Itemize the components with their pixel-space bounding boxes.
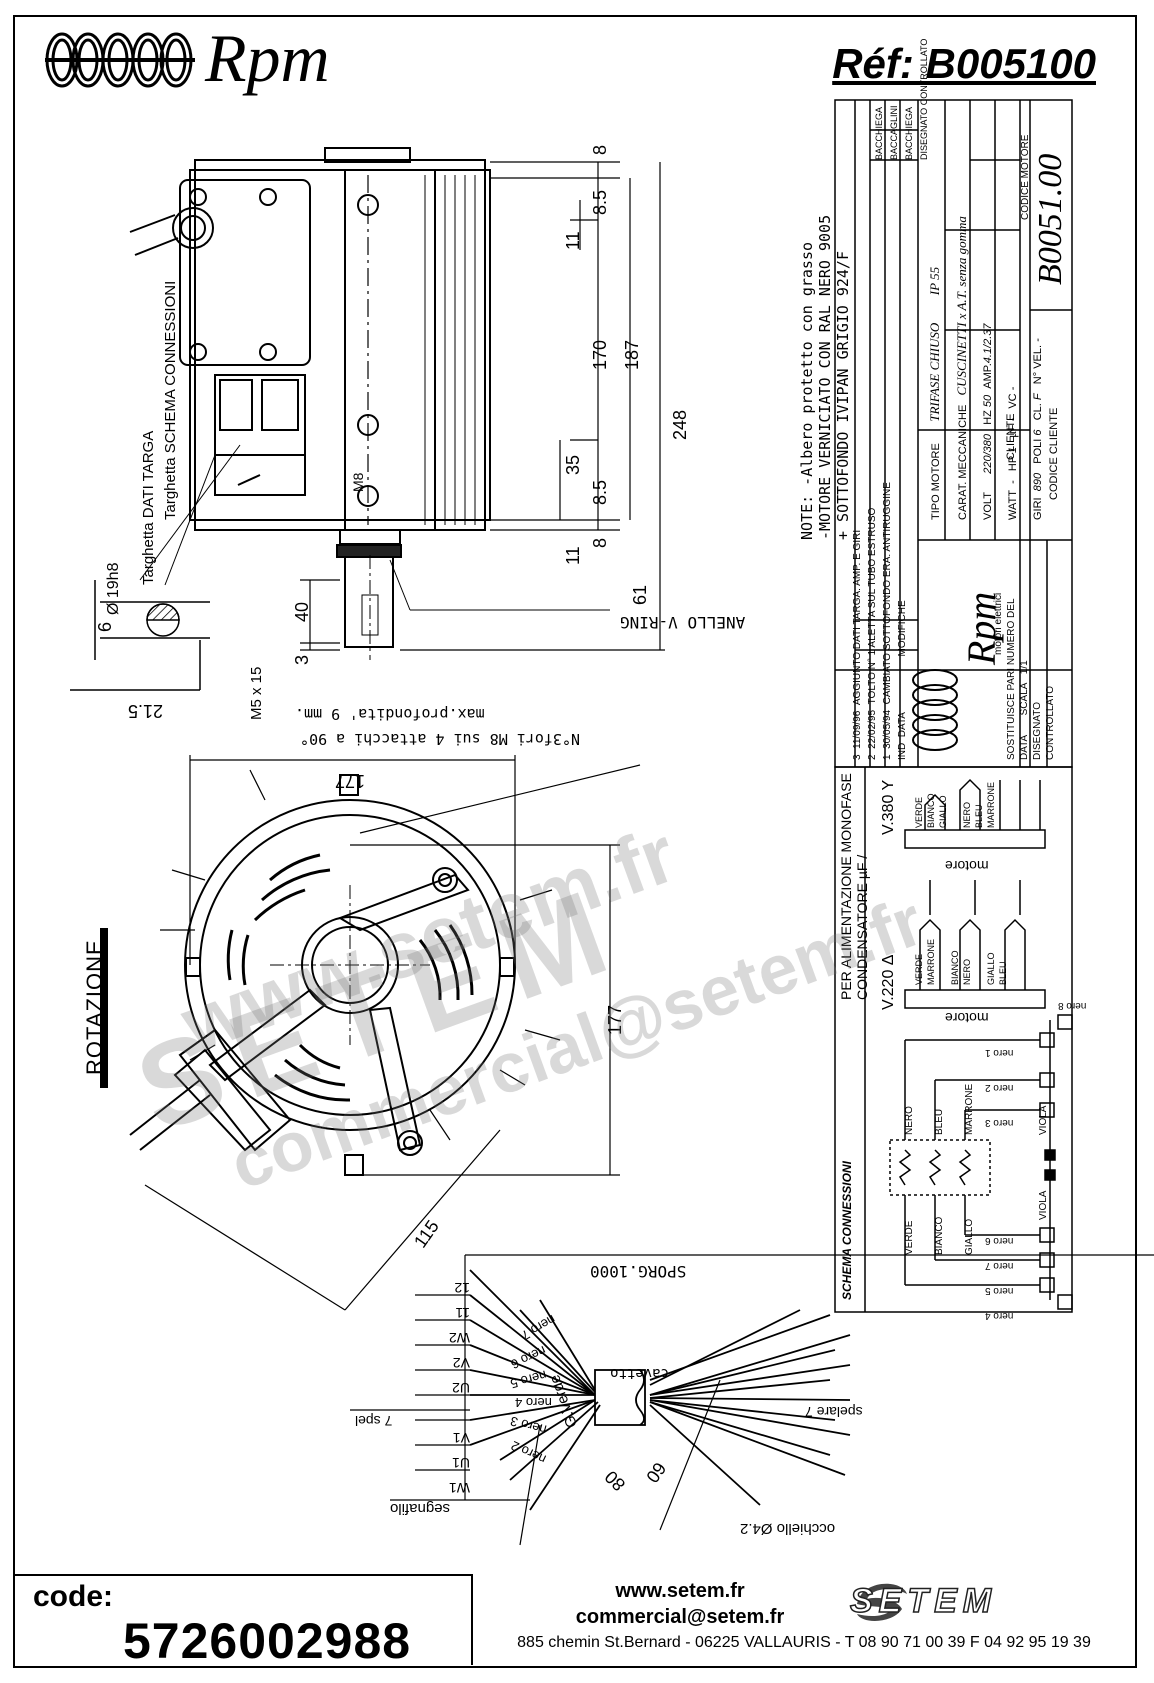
brand-logo-text: Rpm	[205, 20, 330, 96]
dim-11-bottom: 11	[563, 546, 583, 565]
dim-177-horizontal: 177	[335, 771, 366, 791]
label-spel: 7 spel	[355, 1413, 393, 1429]
dim-8-bottom: 8	[590, 537, 610, 548]
title-block-admin: SOSTITUISCE PARI NUMERO DEL DATA SCALA 1…	[1006, 598, 1056, 760]
dim-40: 40	[292, 601, 312, 622]
dim-6: 6	[95, 621, 115, 632]
setem-swirl-icon	[857, 1583, 907, 1621]
revision-table: 3 11/09/96 AGGIUNTO DATI TARGA: AMP. E G…	[852, 482, 908, 760]
note-line-1: NOTE: -Albero protetto con grasso	[798, 241, 816, 540]
note-line-2: -MOTORE VERNICIATO CON RAL NERO 9005	[816, 214, 834, 540]
label-cavetto: cavetto	[610, 1365, 670, 1381]
dim-8-5-bottom: 8.5	[590, 479, 610, 505]
codice-cliente-label: CODICE CLIENTE	[1048, 407, 1060, 500]
wiring-v220: V.220 Δ	[880, 954, 897, 1010]
label-spelare: spelare 7	[805, 1404, 863, 1420]
dim-61: 61	[630, 584, 650, 605]
label-anello: ANELLO V-RING	[620, 613, 746, 632]
dim-8-top: 8	[590, 144, 610, 155]
revision-authors: BACCHIEGA BACCAGLINI BACCHIEGA DISEGNATO…	[874, 38, 929, 160]
motor-front-view	[129, 755, 641, 1311]
label-m8: M8	[350, 472, 366, 492]
label-occhiello: occhiello Ø4.2	[740, 1520, 836, 1537]
motor-side-view	[129, 147, 665, 660]
label-fori: N°3fori M8 sui 4 attacchi a 90°	[300, 730, 580, 748]
email-link[interactable]: commercial@setem.fr	[575, 1606, 785, 1628]
motore-label-b: motore	[945, 1010, 989, 1026]
cliente-label: CLIENTE	[1005, 413, 1017, 460]
wiring-v380: V.380 Y	[880, 779, 897, 835]
schema-title: SCHEMA CONNESSIONI	[840, 1161, 854, 1300]
rpm-coil-logo	[45, 32, 195, 88]
wire-label-12: 12	[454, 1280, 470, 1296]
label-sporg: SPORG.1000	[590, 1262, 687, 1281]
label-segnafilo: segnafilo	[390, 1500, 451, 1517]
wire-label-11: 11	[455, 1305, 470, 1321]
motore-label-a: motore	[945, 858, 989, 874]
code-box: code: 5726002988	[15, 1574, 473, 1669]
viola-label-top: VIOLA	[1038, 1105, 1049, 1135]
label-diam19: Ø 19h8	[105, 562, 122, 615]
label-m5: M5 x 15	[248, 666, 265, 720]
dim-8-5-top: 8.5	[590, 189, 610, 215]
wire-label-u1: U1	[452, 1455, 470, 1471]
wire-label-v1: V1	[452, 1430, 470, 1446]
viola-label-bottom: VIOLA	[1038, 1190, 1049, 1220]
label-profondita: max.profondita' 9 mm.	[295, 705, 485, 723]
codice-motore-label: CODICE MOTORE	[1020, 134, 1031, 220]
label-targhetta-schema: Targhetta SCHEMA CONNESSIONI	[162, 280, 179, 520]
address-line: 885 chemin St.Bernard - 06225 VALLAURIS …	[517, 1634, 1091, 1651]
code-label: code:	[33, 1580, 114, 1613]
title-block-company-sub: motori elettrici	[993, 592, 1004, 655]
reference-number: Réf: B005100	[832, 40, 1096, 87]
wiring-title: PER ALIMENTAZIONE MONOFASE CONDENSATORE …	[838, 773, 870, 1000]
black-wire-4: nero 4	[515, 1395, 552, 1410]
cable-wires	[350, 1254, 1154, 1546]
label-targhetta-dati: Targhetta DATI TARGA	[140, 430, 157, 585]
dim-3: 3	[292, 654, 312, 665]
wire-label-v2: V2	[452, 1355, 470, 1371]
wire-label-u2: U2	[452, 1380, 470, 1396]
contact-block: www.setem.fr commercial@setem.fr	[545, 1578, 815, 1630]
terminal-nero-8: nero 8	[1058, 1000, 1087, 1011]
drawing-frame	[13, 15, 1137, 1668]
rotation-bar	[100, 928, 108, 1088]
wiring-diagrams	[834, 766, 1073, 1313]
codice-motore-value: B0051.00	[1032, 153, 1069, 285]
dim-177-vertical: 177	[605, 1004, 625, 1035]
dim-21-5: 21.5	[128, 701, 164, 721]
shaft-section	[70, 580, 210, 691]
dim-11-top: 11	[563, 231, 583, 250]
dim-187: 187	[622, 339, 642, 370]
wire-label-w1: W1	[449, 1480, 470, 1496]
setem-logo-text: SETEM	[849, 1581, 998, 1621]
notes-block: NOTE: -Albero protetto con grasso -MOTOR…	[798, 215, 852, 540]
code-value: 5726002988	[123, 1613, 412, 1669]
dim-35: 35	[563, 454, 583, 475]
website-link[interactable]: www.setem.fr	[615, 1580, 745, 1602]
dim-170: 170	[590, 339, 610, 370]
wire-label-w2: W2	[449, 1330, 470, 1346]
dim-248: 248	[670, 409, 690, 440]
label-rotazione: ROTAZIONE	[82, 939, 107, 1075]
